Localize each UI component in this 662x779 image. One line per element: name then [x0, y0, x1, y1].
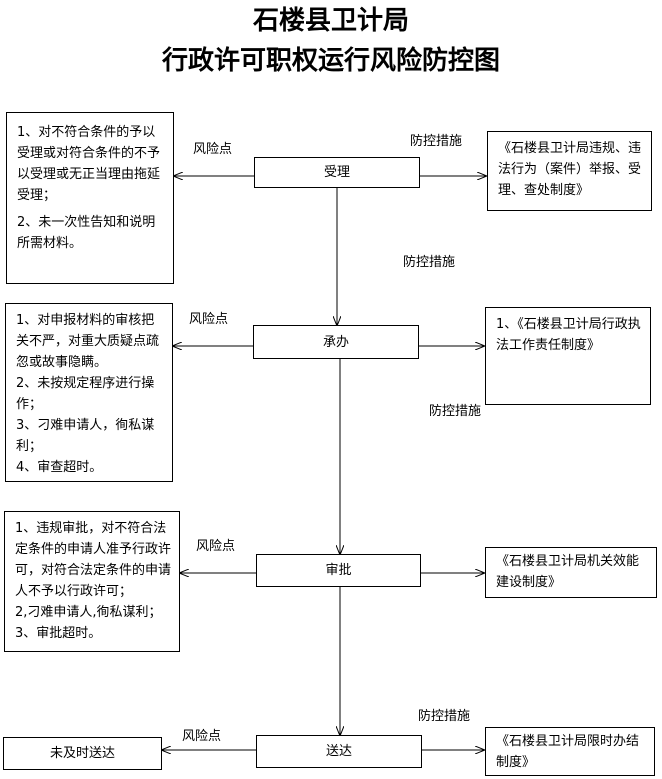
risk-point-label: 风险点	[193, 142, 233, 157]
risk-item: 3、刁难申请人，徇私谋利；	[16, 418, 155, 454]
measure-item: 《石楼县卫计局违规、违法行为（案件）举报、受理、查处制度》	[498, 141, 642, 198]
control-measure-label: 防控措施	[410, 134, 463, 149]
step-approve: 审批	[256, 554, 421, 587]
measure-item: 《石楼县卫计局限时办结制度》	[496, 734, 640, 770]
measure-item: 《石楼县卫计局机关效能建设制度》	[496, 554, 640, 590]
measure-box-accept: 《石楼县卫计局违规、违法行为（案件）举报、受理、查处制度》	[487, 131, 652, 211]
risk-box-deliver: 未及时送达	[3, 737, 162, 770]
measure-box-approve: 《石楼县卫计局机关效能建设制度》	[485, 547, 657, 598]
risk-item: 2、未按规定程序进行操作；	[16, 376, 155, 412]
risk-item: 1、对不符合条件的予以受理或对符合条件的不予以受理或无正当理由拖延受理；	[17, 125, 161, 203]
risk-item: 2,刁难申请人,徇私谋利；	[15, 605, 162, 620]
measure-box-handle: 1、《石楼县卫计局行政执法工作责任制度》	[485, 307, 651, 405]
risk-item: 1、违规审批，对不符合法定条件的申请人准予行政许可，对符合法定条件的申请人不予以…	[15, 521, 172, 599]
risk-item: 4、审查超时。	[16, 460, 103, 475]
risk-point-label: 风险点	[182, 729, 222, 744]
risk-box-approve: 1、违规审批，对不符合法定条件的申请人准予行政许可，对符合法定条件的申请人不予以…	[4, 511, 180, 652]
risk-item: 2、未一次性告知和说明所需材料。	[17, 215, 156, 251]
control-measure-label: 防控措施	[418, 709, 471, 724]
control-measure-label: 防控措施	[403, 255, 456, 270]
diagram-title-line2: 行政许可职权运行风险防控图	[161, 46, 500, 76]
step-accept: 受理	[254, 157, 420, 188]
diagram-title-line1: 石楼县卫计局	[252, 6, 409, 36]
risk-box-handle: 1、对申报材料的审核把关不严，对重大质疑点疏忽或故事隐瞒。 2、未按规定程序进行…	[5, 303, 173, 482]
measure-item: 1、《石楼县卫计局行政执法工作责任制度》	[496, 317, 641, 353]
risk-point-label: 风险点	[196, 539, 236, 554]
control-measure-label: 防控措施	[429, 404, 482, 419]
step-handle: 承办	[253, 325, 419, 359]
risk-item: 1、对申报材料的审核把关不严，对重大质疑点疏忽或故事隐瞒。	[16, 313, 160, 370]
risk-point-label: 风险点	[189, 312, 229, 327]
risk-box-accept: 1、对不符合条件的予以受理或对符合条件的不予以受理或无正当理由拖延受理； 2、未…	[6, 112, 174, 284]
measure-box-deliver: 《石楼县卫计局限时办结制度》	[485, 727, 655, 776]
step-deliver: 送达	[256, 735, 422, 768]
risk-item: 3、审批超时。	[15, 626, 102, 641]
